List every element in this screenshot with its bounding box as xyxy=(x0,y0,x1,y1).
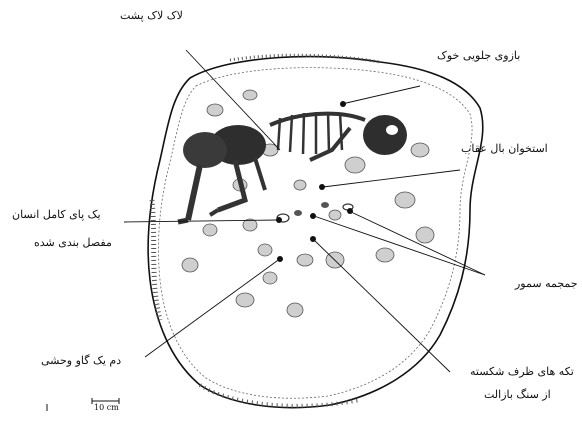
leader-line-cow-tail xyxy=(145,258,281,357)
leader-line-marten-a xyxy=(349,211,485,275)
label-vessel-line1: تکه های ظرف شکسته xyxy=(470,365,574,379)
human-skeleton xyxy=(178,112,407,222)
marker-dot-human-leg xyxy=(276,217,282,223)
marker-dot-cow-tail xyxy=(277,256,283,262)
label-eagle-wing-bone: استخوان بال عقاب xyxy=(461,142,548,156)
label-pig-foreleg: بازوی جلویی خوک xyxy=(437,49,520,63)
label-human-leg-line1: یک پای کامل انسان xyxy=(12,208,101,222)
marker-dot-marten-a xyxy=(347,208,353,214)
label-vessel-line2: از سنگ بازالت xyxy=(484,388,551,402)
marker-dot-pig xyxy=(340,101,346,107)
marker-dot-vessel xyxy=(310,236,316,242)
leader-line-pig xyxy=(342,86,420,104)
label-marten-skull: جمجمه سمور xyxy=(515,277,578,291)
label-turtle-shell: لاک لاک پشت xyxy=(120,9,183,23)
grave-goods xyxy=(277,202,353,222)
marker-dot-eagle xyxy=(319,184,325,190)
leader-line-eagle xyxy=(323,170,460,187)
label-human-leg-line2: مفصل بندی شده xyxy=(34,236,112,250)
label-wild-cow-tail: دم یک گاو وحشی xyxy=(41,354,121,368)
marker-dot-marten-b xyxy=(310,213,316,219)
scale-bar-label: 10 cm xyxy=(94,403,119,412)
